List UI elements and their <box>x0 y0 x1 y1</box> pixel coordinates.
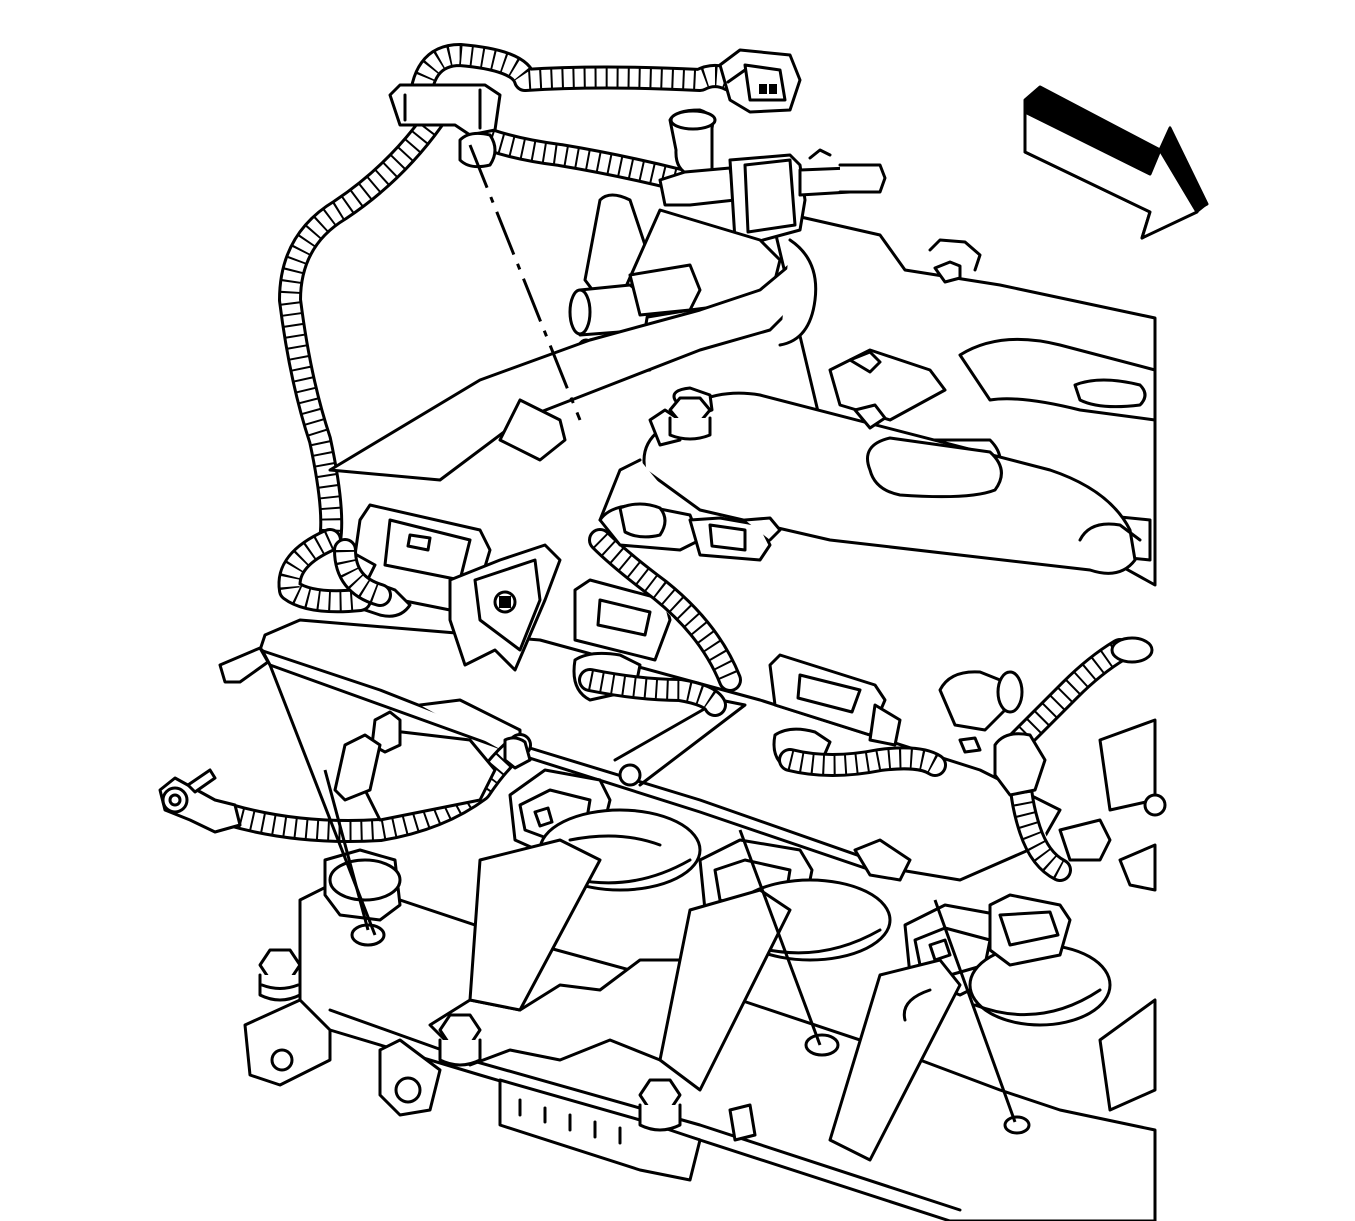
bolt-icon <box>638 1078 682 1132</box>
fuel-and-vacuum-lines <box>568 108 887 378</box>
bolt-icon <box>258 948 302 1002</box>
direction-arrow-icon <box>1023 85 1209 240</box>
cylinder-head-lower <box>243 710 1167 1221</box>
bolts <box>258 396 712 1132</box>
leader-lines <box>268 144 1017 1123</box>
bolt-icon <box>438 1013 482 1067</box>
fuel-rail <box>328 238 947 482</box>
sensor-connector <box>598 502 782 562</box>
upper-wiring-harness <box>278 43 802 552</box>
bolt-icon <box>668 396 712 441</box>
injector-harness <box>277 528 1154 882</box>
